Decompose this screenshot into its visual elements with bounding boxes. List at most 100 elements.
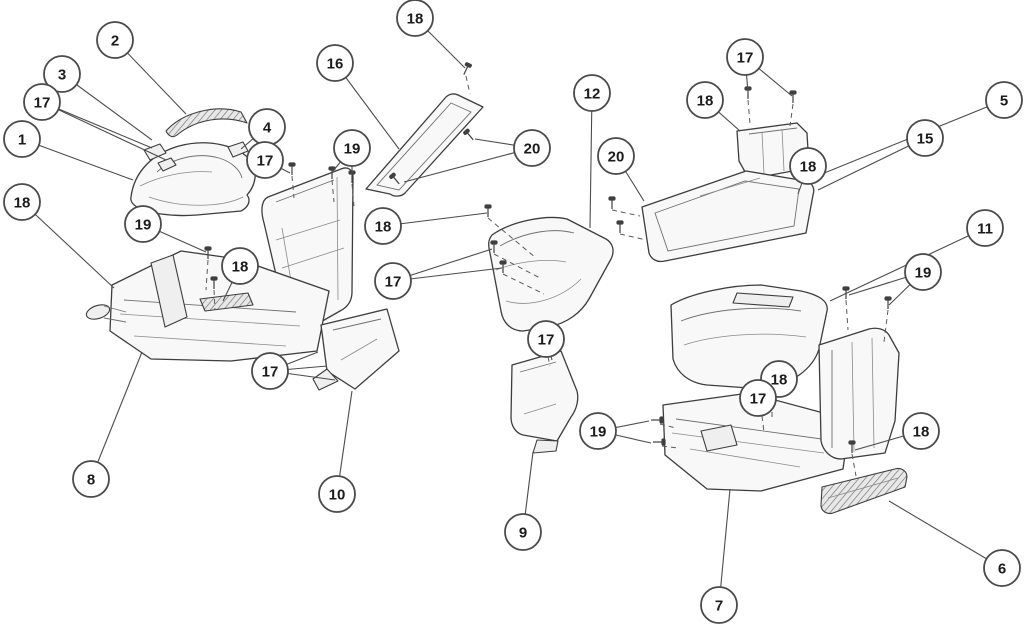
callout-17-17: 17 bbox=[726, 38, 764, 76]
callout-19-23: 19 bbox=[904, 253, 942, 291]
part-front-fender bbox=[130, 141, 256, 217]
part-bracket-lower-center bbox=[312, 308, 400, 391]
svg-text:2: 2 bbox=[111, 33, 119, 50]
leader-line-1 bbox=[21, 138, 134, 181]
part-upper-panel-right bbox=[641, 170, 815, 263]
svg-text:5: 5 bbox=[1000, 93, 1008, 110]
callout-17-31: 17 bbox=[739, 379, 777, 417]
svg-text:3: 3 bbox=[58, 67, 66, 84]
callout-6-34: 6 bbox=[983, 549, 1021, 587]
leader-line-6 bbox=[888, 500, 1003, 569]
part-windshield-frame bbox=[365, 93, 484, 197]
svg-text:18: 18 bbox=[800, 159, 817, 176]
callout-18-20: 18 bbox=[789, 147, 827, 185]
svg-text:19: 19 bbox=[915, 265, 932, 282]
screw-icon bbox=[288, 162, 296, 176]
callout-17-27: 17 bbox=[527, 320, 565, 358]
part-cowl-trim-strip bbox=[165, 108, 248, 138]
screw-icon bbox=[616, 220, 624, 234]
svg-text:19: 19 bbox=[590, 424, 607, 441]
svg-text:18: 18 bbox=[14, 195, 31, 212]
svg-text:10: 10 bbox=[329, 487, 346, 504]
leader-line-7 bbox=[718, 488, 731, 606]
screw-icon bbox=[462, 128, 477, 143]
callout-19-29: 19 bbox=[579, 412, 617, 450]
callout-8-26: 8 bbox=[72, 460, 110, 498]
callout-3-1: 3 bbox=[43, 55, 81, 93]
svg-text:17: 17 bbox=[385, 274, 402, 291]
screw-icon bbox=[884, 296, 892, 310]
screw-icon bbox=[484, 204, 492, 218]
part-front-fender-center bbox=[488, 216, 614, 332]
svg-text:19: 19 bbox=[344, 141, 361, 158]
screw-icon bbox=[650, 416, 664, 424]
callout-20-21: 20 bbox=[597, 137, 635, 175]
svg-text:12: 12 bbox=[584, 86, 601, 103]
callout-18-11: 18 bbox=[396, 0, 434, 37]
callout-18-33: 18 bbox=[902, 412, 940, 450]
callout-11-22: 11 bbox=[966, 209, 1004, 247]
leader-line-12 bbox=[589, 92, 593, 229]
callout-17-24: 17 bbox=[251, 352, 289, 390]
callout-1-3: 1 bbox=[3, 120, 41, 158]
callout-4-7: 4 bbox=[248, 108, 286, 146]
svg-text:17: 17 bbox=[257, 153, 274, 170]
svg-text:16: 16 bbox=[327, 56, 344, 73]
leader-line-17 bbox=[41, 101, 167, 161]
svg-text:7: 7 bbox=[715, 598, 723, 615]
svg-text:17: 17 bbox=[538, 332, 555, 349]
screw-icon bbox=[652, 438, 666, 446]
svg-text:18: 18 bbox=[697, 93, 714, 110]
leader-line-20 bbox=[403, 147, 533, 183]
svg-text:17: 17 bbox=[750, 391, 767, 408]
callout-17-2: 17 bbox=[23, 83, 61, 121]
callout-19-9: 19 bbox=[333, 129, 371, 167]
part-floor-panel-left bbox=[85, 250, 330, 362]
svg-text:20: 20 bbox=[608, 149, 625, 166]
svg-text:18: 18 bbox=[407, 11, 424, 28]
svg-text:18: 18 bbox=[771, 372, 788, 389]
svg-text:4: 4 bbox=[263, 120, 272, 137]
leader-line-17 bbox=[41, 101, 153, 149]
part-bracket-nine bbox=[510, 350, 579, 454]
callout-9-28: 9 bbox=[504, 513, 542, 551]
callout-17-14: 17 bbox=[374, 262, 412, 300]
callout-10-25: 10 bbox=[318, 475, 356, 513]
callout-5-18: 5 bbox=[985, 81, 1023, 119]
svg-text:6: 6 bbox=[998, 561, 1006, 578]
svg-text:20: 20 bbox=[524, 141, 541, 158]
screw-icon bbox=[789, 90, 797, 104]
part-step-plate bbox=[820, 467, 908, 515]
svg-text:17: 17 bbox=[34, 95, 51, 112]
leader-lines bbox=[21, 17, 1005, 606]
screw-icon bbox=[608, 196, 616, 210]
callout-7-32: 7 bbox=[700, 586, 738, 624]
leader-line-18 bbox=[21, 201, 115, 289]
part-rear-panel-right bbox=[818, 327, 900, 460]
screw-icon bbox=[460, 61, 473, 77]
callout-18-6: 18 bbox=[221, 247, 259, 285]
callout-17-8: 17 bbox=[246, 141, 284, 179]
svg-text:18: 18 bbox=[913, 424, 930, 441]
callout-16-10: 16 bbox=[316, 44, 354, 82]
svg-text:9: 9 bbox=[519, 525, 527, 542]
svg-text:17: 17 bbox=[262, 364, 279, 381]
svg-text:1: 1 bbox=[18, 132, 26, 149]
svg-text:18: 18 bbox=[232, 259, 249, 276]
leader-line-8 bbox=[90, 351, 143, 480]
svg-text:8: 8 bbox=[87, 472, 95, 489]
callout-18-4: 18 bbox=[3, 183, 41, 221]
part-side-panel-eleven bbox=[670, 284, 828, 390]
svg-text:15: 15 bbox=[917, 131, 934, 148]
callout-19-5: 19 bbox=[124, 205, 162, 243]
callout-15-19: 15 bbox=[906, 119, 944, 157]
callout-12-15: 12 bbox=[573, 74, 611, 112]
callout-18-16: 18 bbox=[686, 81, 724, 119]
leader-line-15 bbox=[817, 137, 926, 191]
callout-2-0: 2 bbox=[96, 21, 134, 59]
svg-text:19: 19 bbox=[135, 217, 152, 234]
callout-18-13: 18 bbox=[364, 207, 402, 245]
